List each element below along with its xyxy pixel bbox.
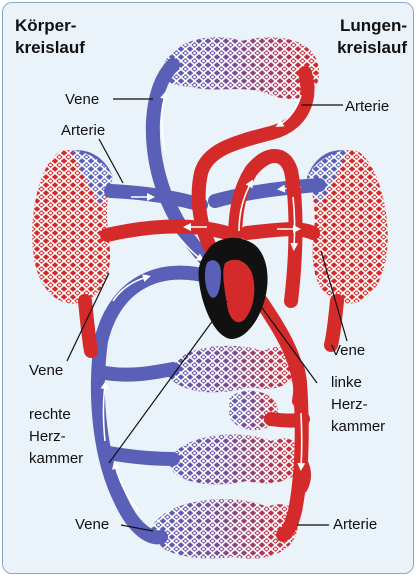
middle-capillary-bed-1 [168,346,299,392]
left-capillary-bed [32,150,113,303]
label-vene-right: Vene [331,342,365,359]
diagram-frame: Körper- kreislauf Lungen- kreislauf Vene… [2,2,414,574]
label-linke-line3: kammer [331,418,385,435]
title-koerper-line1: Körper- [15,16,76,35]
circulation-diagram: Körper- kreislauf Lungen- kreislauf Vene… [3,3,414,574]
bottom-capillary-bed [151,499,298,559]
title-lungen-line2: kreislauf [337,38,407,57]
label-vene-left: Vene [29,362,63,379]
label-vene-top: Vene [65,91,99,108]
middle-capillary-bed-3 [169,434,304,484]
label-arterie-top-right: Arterie [345,98,389,115]
label-arterie-left: Arterie [61,122,105,139]
heart [198,238,267,339]
label-linke-line1: linke [331,374,362,391]
label-linke-line2: Herz- [331,396,368,413]
title-koerper-line2: kreislauf [15,38,85,57]
label-rechte-line1: rechte [29,406,71,423]
lung-capillary-bed [162,37,319,99]
title-lungen-line1: Lungen- [340,16,407,35]
label-arterie-bottom: Arterie [333,516,377,533]
right-capillary-bed [307,150,388,303]
label-rechte-line2: Herz- [29,428,66,445]
label-rechte-line3: kammer [29,450,83,467]
label-vene-bottom: Vene [75,516,109,533]
